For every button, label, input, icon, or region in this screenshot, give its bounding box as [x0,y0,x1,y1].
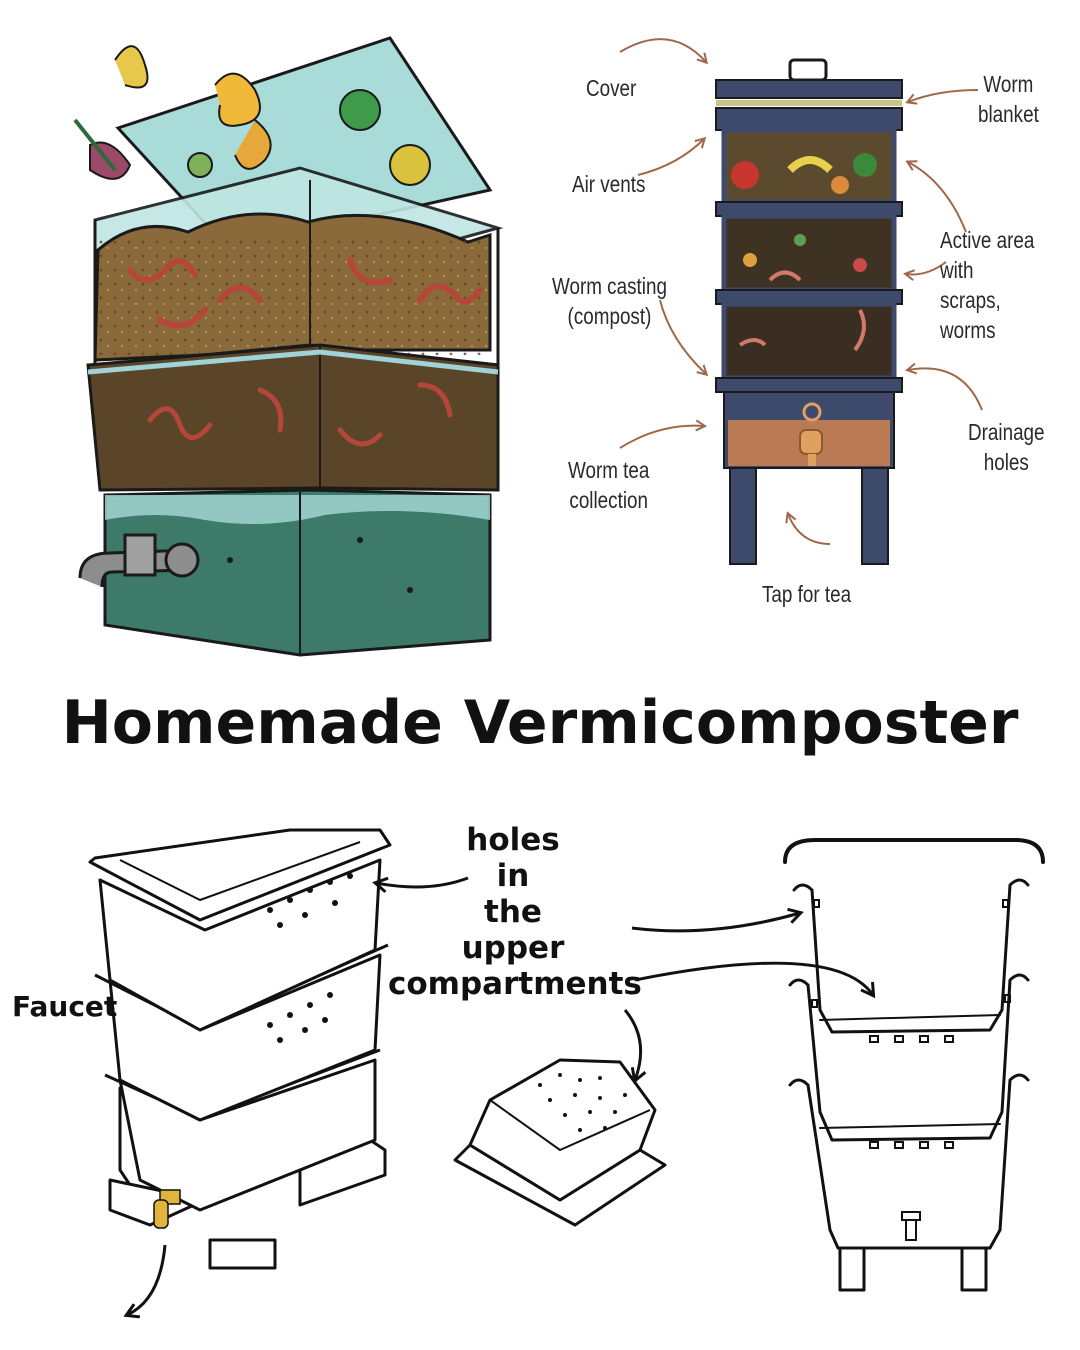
sketch-lid [453,1058,667,1227]
holes-arrow-left [376,876,469,887]
label-tap-for-tea: Tap for tea [762,581,852,607]
cover-lid [715,79,903,99]
lid-holes [538,1073,627,1132]
sketch-air-holes [267,873,353,1043]
middle-glass-bin [86,343,500,492]
label-faucet: Faucet [12,990,118,1023]
lid-handle [788,58,828,82]
sketch-stacked-bins [88,828,392,1270]
label-cover: Cover [586,75,637,101]
cartoon-worm-bin [73,36,504,657]
callout-arrows [619,38,983,545]
sketch-foot-front [208,1238,277,1270]
holes-arrow-right-upper [631,913,800,933]
left-leg [729,467,757,565]
label-air-vents: Air vents [572,171,646,197]
faucet-icon [153,1189,181,1229]
top-glass-bin [93,166,504,367]
cross-section-tap-icon [901,1211,921,1241]
cross-section-holes [811,899,1011,1149]
label-worm-casting: Worm casting(compost) [552,273,667,329]
tap-icon [799,402,823,466]
tray-active-area [721,213,897,293]
label-holes-upper-compartments: holes in the upper compartments [388,822,642,1002]
holes-arrow-down [623,1009,641,1080]
faucet-arrow [127,1244,167,1315]
spout-icon [78,533,200,588]
page-title: Homemade Vermicomposter [61,688,1019,758]
bottom-tea-bin [103,488,492,657]
worm-tower-diagram [715,58,903,565]
holes-arrow-right-lower [634,961,873,995]
right-leg [861,467,889,565]
sketch-cross-section [783,838,1045,1292]
